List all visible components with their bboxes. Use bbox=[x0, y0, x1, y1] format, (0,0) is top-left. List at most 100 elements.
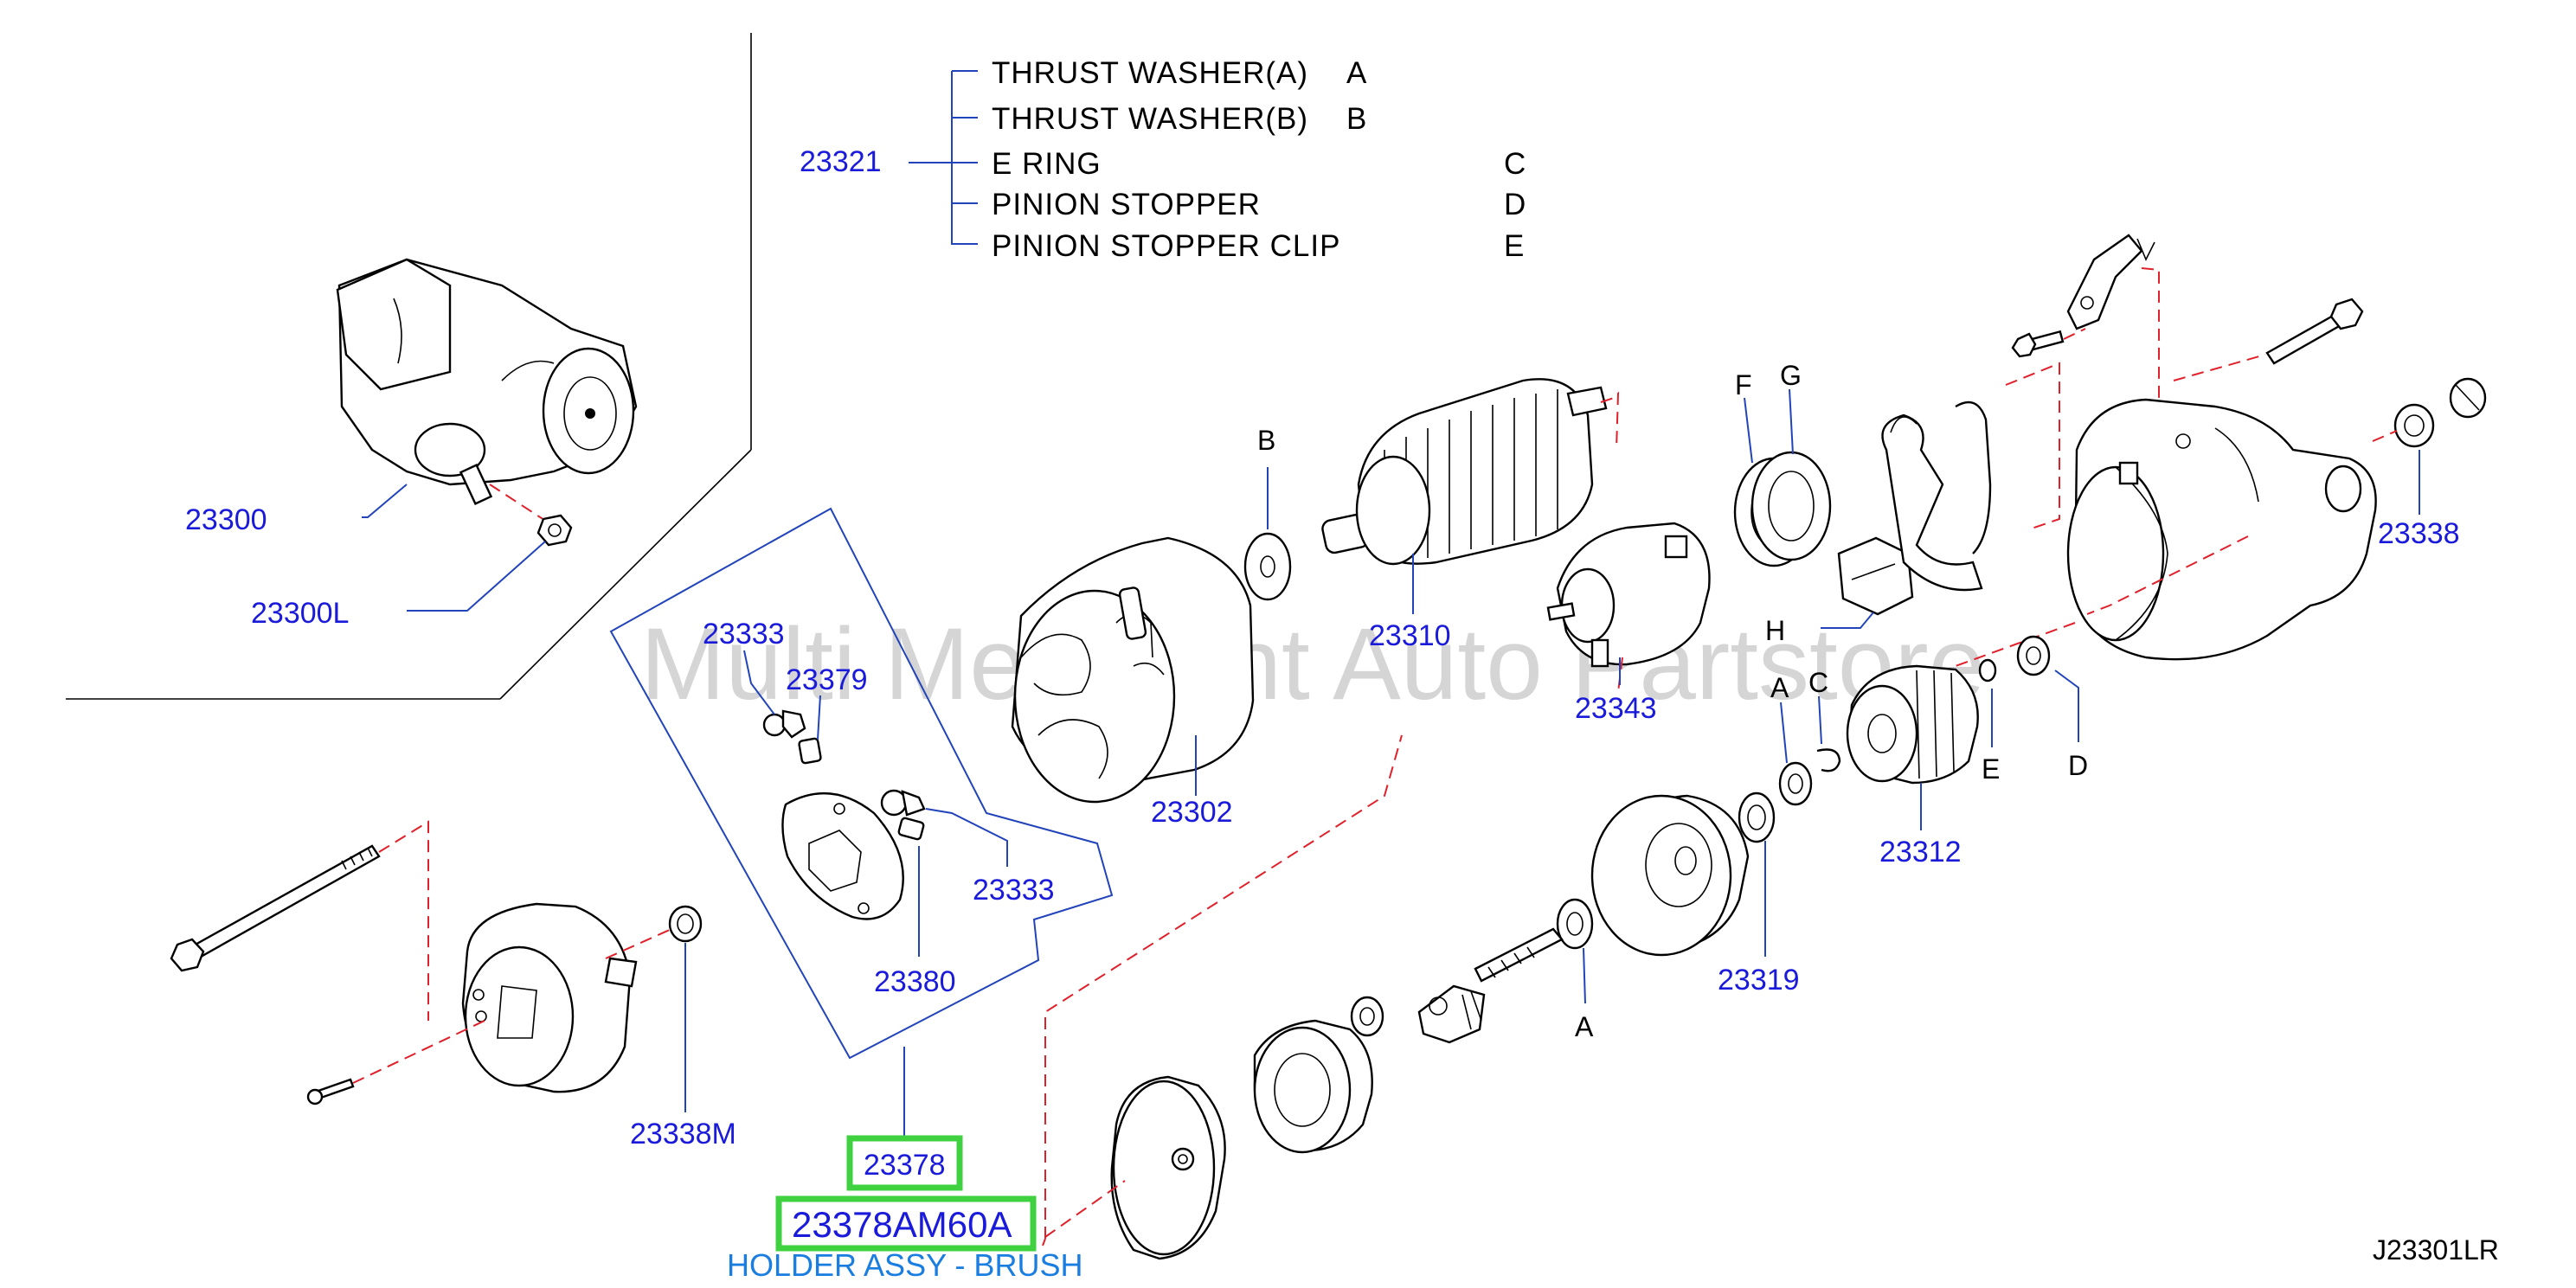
shift-lever bbox=[1881, 400, 1992, 592]
brush-plate-23380 bbox=[781, 791, 904, 920]
part-23302[interactable]: 23302 bbox=[1151, 796, 1233, 829]
letter-b: B bbox=[1257, 425, 1275, 456]
thrust-washer-b bbox=[1243, 532, 1292, 601]
part-23379[interactable]: 23379 bbox=[786, 663, 868, 696]
bushing-23338M bbox=[668, 905, 703, 943]
cap-right bbox=[2449, 377, 2487, 419]
legend-group-number[interactable]: 23321 bbox=[800, 145, 882, 178]
brush-small-parts bbox=[762, 709, 926, 841]
letter-d: D bbox=[2068, 750, 2088, 781]
through-bolt-right bbox=[2265, 298, 2364, 365]
washer-a-upper bbox=[1778, 761, 1813, 806]
highlight-oem-box bbox=[775, 1195, 1037, 1252]
yoke-23302 bbox=[1011, 536, 1255, 804]
leader-letter-a-upper bbox=[1780, 702, 1788, 764]
part-23338M[interactable]: 23338M bbox=[630, 1118, 736, 1150]
highlight-part-number[interactable]: 23378 bbox=[864, 1149, 946, 1182]
inset-frame bbox=[66, 33, 752, 700]
dashed-screw bbox=[352, 1020, 485, 1084]
legend-item-code: E bbox=[1504, 229, 1525, 263]
diagram-code: J23301LR bbox=[2373, 1234, 2499, 1266]
highlight-oem-number[interactable]: 23378AM60A bbox=[792, 1204, 1012, 1245]
letter-e: E bbox=[1982, 753, 2000, 785]
dashed-screw-top bbox=[2063, 328, 2086, 340]
legend-item-code: A bbox=[1346, 56, 1367, 90]
letter-h: H bbox=[1765, 615, 1785, 646]
part-23338[interactable]: 23338 bbox=[2378, 517, 2460, 550]
end-cover bbox=[461, 902, 638, 1093]
dashed-front-assembly bbox=[1042, 734, 1403, 1246]
dashed-23300L bbox=[489, 484, 550, 524]
leader-letter-g bbox=[1789, 388, 1794, 455]
highlight-part-box bbox=[846, 1135, 963, 1191]
pinion-shaft bbox=[1417, 927, 1564, 1044]
internal-gear bbox=[1590, 794, 1750, 957]
brush-holder-group-outline bbox=[609, 507, 1114, 1060]
clip-e bbox=[1978, 658, 1997, 682]
leader-23300L bbox=[407, 541, 546, 612]
leader-letter-a-lower bbox=[1583, 947, 1586, 1004]
legend-block: 23321 THRUST WASHER(A) A THRUST WASHER(B… bbox=[800, 56, 1526, 263]
washer-a-lower bbox=[1556, 898, 1594, 950]
part-23343[interactable]: 23343 bbox=[1575, 692, 1657, 725]
solenoid-23343 bbox=[1546, 522, 1711, 668]
leader-23300 bbox=[362, 484, 408, 518]
bracket-top-right bbox=[2066, 234, 2155, 330]
through-bolt-left bbox=[170, 844, 381, 972]
part-23333-top[interactable]: 23333 bbox=[703, 618, 785, 650]
letter-f: F bbox=[1735, 369, 1752, 400]
clutch-23319 bbox=[1738, 791, 1776, 843]
dashed-lever bbox=[2005, 362, 2060, 530]
part-23312[interactable]: 23312 bbox=[1879, 836, 1962, 868]
leader-23333a bbox=[743, 650, 775, 715]
screw-top-right bbox=[2011, 330, 2065, 358]
leader-letter-h bbox=[1821, 612, 1874, 629]
starter-assembly-drawing bbox=[336, 258, 638, 505]
dashed-bushing bbox=[605, 925, 680, 959]
letter-a-lower: A bbox=[1575, 1011, 1594, 1042]
highlight-group: 23378 23378AM60A HOLDER ASSY - BRUSH bbox=[727, 1135, 1082, 1283]
front-plate bbox=[1110, 1075, 1226, 1260]
bearing-housing bbox=[1253, 1019, 1373, 1154]
bushing-23338 bbox=[2393, 403, 2435, 448]
part-23310[interactable]: 23310 bbox=[1369, 619, 1451, 652]
e-ring-c bbox=[1816, 748, 1841, 772]
legend-item-name: THRUST WASHER(B) bbox=[992, 102, 1308, 136]
legend-item-code: D bbox=[1504, 188, 1526, 221]
needle-bearing bbox=[1350, 996, 1384, 1037]
letter-c: C bbox=[1808, 667, 1828, 698]
letter-g: G bbox=[1780, 360, 1802, 391]
letter-a-upper: A bbox=[1770, 672, 1789, 703]
part-23300[interactable]: 23300 bbox=[185, 503, 267, 536]
leader-23379 bbox=[817, 695, 821, 740]
rings-f-g bbox=[1733, 451, 1832, 567]
legend-item-code: B bbox=[1346, 102, 1367, 136]
part-23380[interactable]: 23380 bbox=[874, 965, 956, 998]
dashed-23338 bbox=[2372, 430, 2398, 442]
part-23333-bottom[interactable]: 23333 bbox=[973, 874, 1055, 907]
legend-item-name: PINION STOPPER bbox=[992, 188, 1261, 221]
part-h-bracket bbox=[1837, 536, 1914, 616]
dashed-bolt-cover bbox=[378, 820, 429, 1021]
pinion-23312 bbox=[1846, 664, 1979, 785]
leader-letter-f bbox=[1744, 397, 1753, 464]
legend-item-name: THRUST WASHER(A) bbox=[992, 56, 1308, 90]
highlight-description: HOLDER ASSY - BRUSH bbox=[727, 1247, 1082, 1283]
washer-d bbox=[2016, 635, 2051, 676]
dashed-housing bbox=[2086, 535, 2249, 615]
legend-item-name: PINION STOPPER CLIP bbox=[992, 229, 1340, 263]
legend-item-code: C bbox=[1504, 147, 1526, 181]
dashed-armature bbox=[1600, 391, 1620, 451]
legend-item-name: E RING bbox=[992, 147, 1102, 181]
part-23319[interactable]: 23319 bbox=[1718, 964, 1800, 996]
leader-letter-d bbox=[2054, 670, 2079, 742]
leader-23333b bbox=[925, 808, 1008, 867]
armature-23310 bbox=[1321, 378, 1608, 566]
leader-letter-c bbox=[1818, 695, 1822, 745]
dashed-bolt-right bbox=[2173, 354, 2266, 381]
part-23300L[interactable]: 23300L bbox=[251, 597, 349, 630]
dashed-housing-washer bbox=[1955, 622, 2076, 667]
gear-housing bbox=[2066, 398, 2377, 661]
screw-small bbox=[306, 1078, 355, 1105]
